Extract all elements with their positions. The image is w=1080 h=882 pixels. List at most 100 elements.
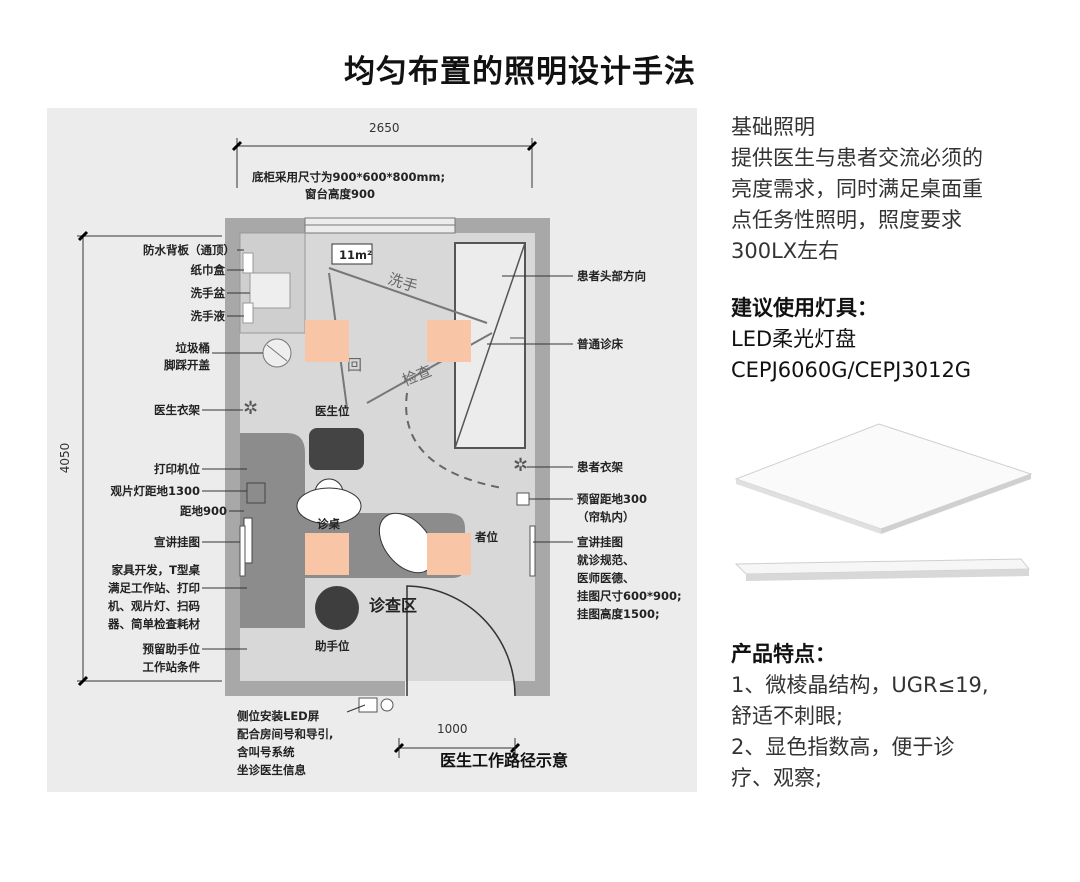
dim-tick <box>526 140 538 152</box>
printer <box>246 482 266 504</box>
feature-line: 疗、观察; <box>731 766 823 790</box>
label-patient-seat: 者位 <box>474 530 498 544</box>
note-top-2: 窗台高度900 <box>305 187 375 201</box>
label-doctor-seat: 医生位 <box>315 404 350 418</box>
floor-plan-drawing: 2650 4050 底柜采用尺寸为900*600*800mm; 窗台高度900 <box>58 121 682 777</box>
left-label: 工作站条件 <box>143 660 201 674</box>
led-screen <box>358 697 378 713</box>
dim-tick <box>77 230 89 242</box>
path-back-label: 回 <box>347 356 362 374</box>
feature-line: 1、微棱晶结构，UGR≤19, <box>731 673 989 697</box>
fixture-heading: 建议使用灯具： <box>731 296 878 320</box>
left-label: 满足工作站、打印 <box>108 581 200 595</box>
lamp-panel-3 <box>305 533 349 575</box>
bottom-label: 侧位安装LED屏 <box>237 709 320 723</box>
left-label: 垃圾桶 <box>176 341 211 355</box>
left-labels: 防水背板（通顶） 纸巾盒 洗手盆 洗手液 垃圾桶 脚踩开盖 医生衣架 打印机位 … <box>107 243 235 674</box>
right-label: 宣讲挂图 <box>577 535 623 549</box>
dim-top-text: 2650 <box>369 121 400 135</box>
door-opening <box>405 681 515 696</box>
feature-heading: 产品特点： <box>731 642 836 666</box>
left-label: 纸巾盒 <box>191 263 226 277</box>
left-label: 打印机位 <box>154 462 200 476</box>
label-exam-area: 诊查区 <box>369 596 417 615</box>
left-label: 医生衣架 <box>154 403 200 417</box>
bottom-label: 配合房间号和导引, <box>237 727 333 741</box>
sink-basin <box>249 272 291 309</box>
intro-line: 点任务性照明，照度要求 <box>731 208 962 232</box>
t-desk <box>240 433 465 628</box>
left-label: 防水背板（通顶） <box>143 243 235 257</box>
fixture-line: LED柔光灯盘 <box>731 327 857 351</box>
panel-light-side-edge <box>746 569 1029 581</box>
area-badge: 11m² <box>339 248 372 262</box>
tissue-box <box>242 252 254 274</box>
left-label: 脚踩开盖 <box>164 358 210 372</box>
feature-line: 舒适不刺眼; <box>731 704 844 728</box>
intro-line: 300LX左右 <box>731 239 840 263</box>
panel-light-image <box>734 423 1033 581</box>
right-label: 普通诊床 <box>577 337 623 351</box>
curtain-track <box>405 392 503 489</box>
poster-right <box>529 525 536 577</box>
lamp-panel-2 <box>427 320 471 362</box>
left-label: 观片灯距地1300 <box>110 484 200 498</box>
area-badge-box <box>331 243 373 265</box>
label-desk: 诊桌 <box>317 517 340 531</box>
assistant-stool <box>315 586 359 630</box>
path-exam-arrow <box>366 332 493 404</box>
right-leaders <box>487 275 573 543</box>
note-top-1: 底柜采用尺寸为900*600*800mm; <box>252 170 445 184</box>
left-label: 机、观片灯、扫码 <box>108 599 200 613</box>
screen-knob <box>380 698 394 712</box>
dim-left-text: 4050 <box>58 443 72 474</box>
panel-light-edge <box>881 474 1031 534</box>
soap-dispenser <box>242 302 254 324</box>
right-label: 挂图尺寸600*900; <box>577 589 682 603</box>
doctor-coat-rack-icon: ✲ <box>243 398 258 419</box>
intro-line: 基础照明 <box>731 115 815 139</box>
floor-plan: 2650 4050 底柜采用尺寸为900*600*800mm; 窗台高度900 <box>47 108 697 792</box>
lamp-panel-4 <box>427 533 471 575</box>
label-assistant-seat: 助手位 <box>315 639 350 653</box>
doctor-body <box>296 487 362 525</box>
bottom-leader <box>346 704 366 713</box>
right-label: 挂图高度1500; <box>577 607 660 621</box>
door-swing <box>406 585 516 697</box>
left-label: 宣讲挂图 <box>154 535 200 549</box>
right-label: 就诊规范、 <box>577 553 635 567</box>
side-panel: 基础照明 提供医生与患者交流必须的 亮度需求，同时满足桌面重 点任务性照明，照度… <box>731 112 1061 794</box>
right-label: 医师医德、 <box>577 571 635 585</box>
dim-tick <box>77 675 89 687</box>
reserved-box <box>516 492 530 506</box>
dim-tick <box>231 140 243 152</box>
trash-lid <box>266 344 288 362</box>
lamp-panel-1 <box>305 320 349 362</box>
left-label: 预留助手位 <box>143 642 201 656</box>
right-label: 患者头部方向 <box>577 269 646 283</box>
page-title: 均匀布置的照明设计手法 <box>344 54 696 90</box>
intro-line: 提供医生与患者交流必须的 <box>731 146 983 170</box>
path-wash-arrow <box>328 267 488 324</box>
plan-caption: 医生工作路径示意 <box>440 751 568 770</box>
dim-bottom-text: 1000 <box>437 722 468 736</box>
right-label: 患者衣架 <box>577 460 623 474</box>
right-labels: 患者头部方向 普通诊床 患者衣架 预留距地300 （帘轨内） 宣讲挂图 就诊规范… <box>577 269 682 621</box>
left-leaders <box>202 249 263 650</box>
panel-light-top <box>734 423 1033 530</box>
poster-left <box>239 525 246 577</box>
left-label: 洗手盆 <box>191 286 226 300</box>
patient-coat-rack-icon: ✲ <box>513 455 528 476</box>
left-label: 距地900 <box>180 504 227 518</box>
intro-line: 亮度需求，同时满足桌面重 <box>731 177 983 201</box>
left-label: 洗手液 <box>191 309 226 323</box>
right-label: 预留距地300 <box>577 492 647 506</box>
panel-light-edge <box>736 479 881 534</box>
bottom-label: 含叫号系统 <box>236 745 295 759</box>
fixture-line: CEPJ6060G/CEPJ3012G <box>731 358 972 382</box>
bottom-label: 坐诊医生信息 <box>237 763 306 777</box>
bed-diagonal <box>454 242 526 449</box>
left-label: 家具开发，T型桌 <box>112 563 201 577</box>
doctor-chair <box>309 428 364 470</box>
right-label: （帘轨内） <box>577 510 635 524</box>
